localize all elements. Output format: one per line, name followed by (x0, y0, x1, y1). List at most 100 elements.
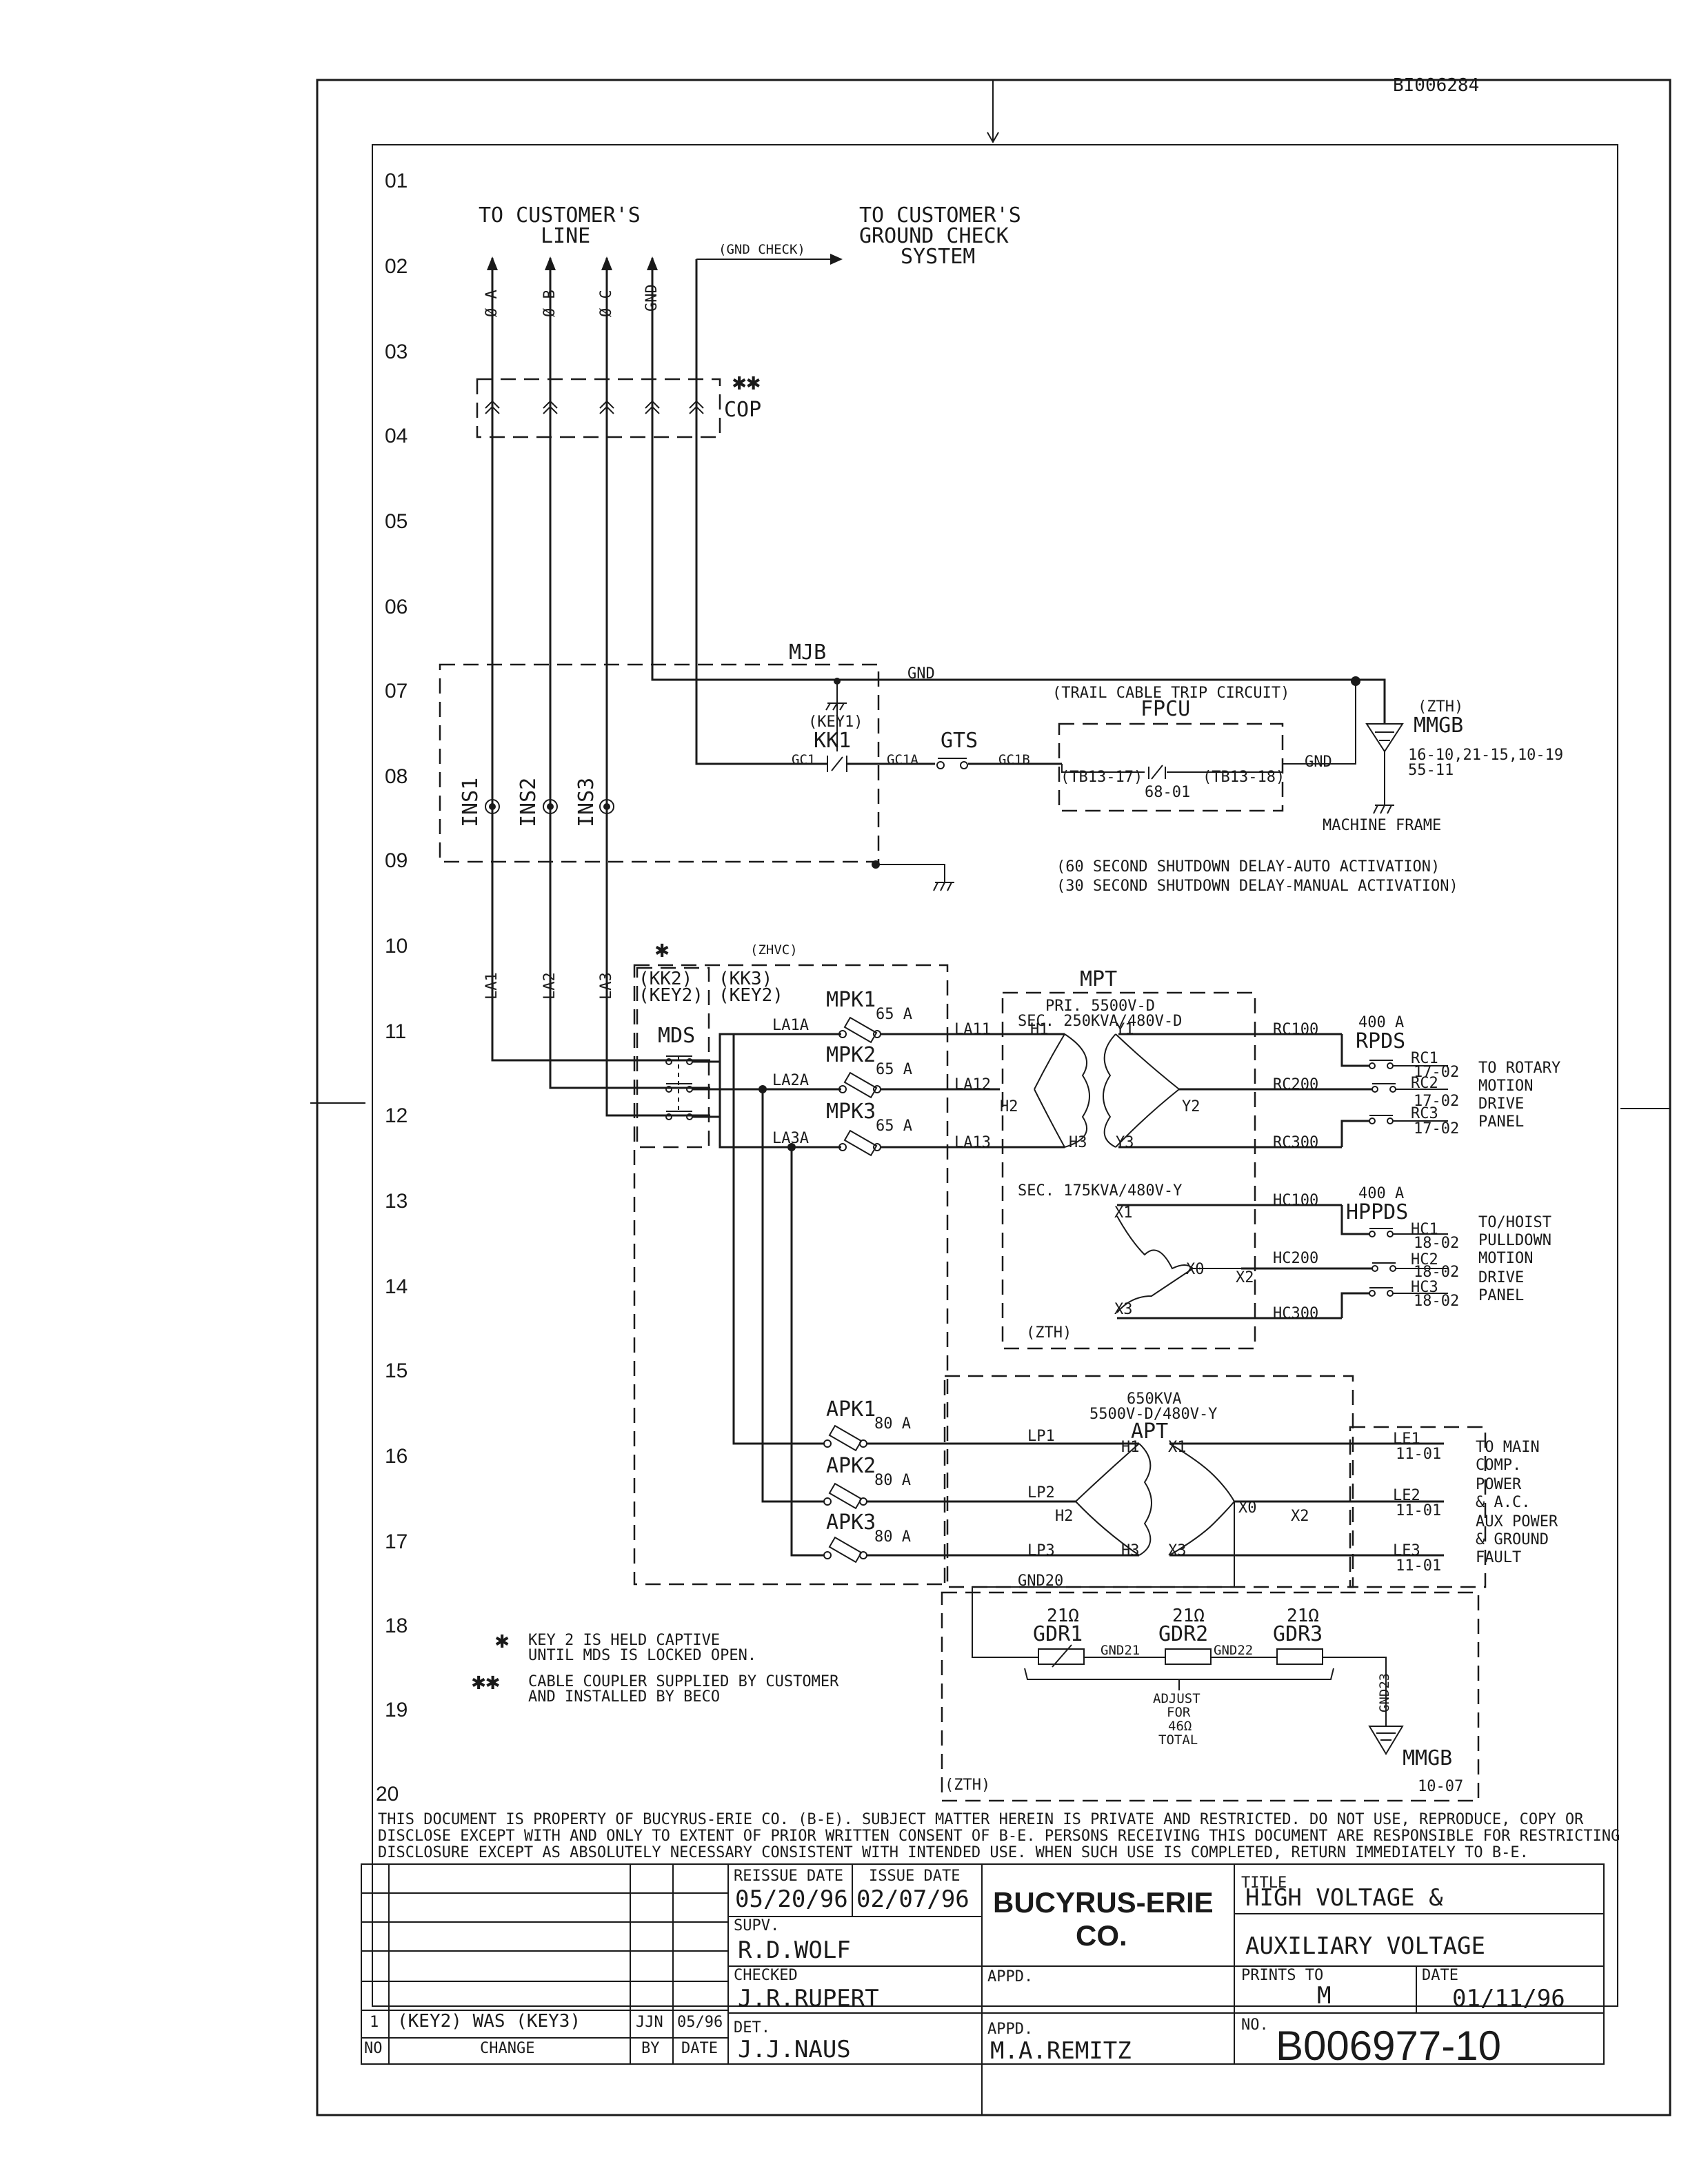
issue-date-label: ISSUE DATE (869, 1868, 960, 1885)
rpds-label: RPDS (1356, 1029, 1405, 1053)
rc200-label: RC200 (1273, 1076, 1318, 1093)
note2-mark: ✱✱ (472, 1668, 500, 1695)
disclaimer-line-3: DISCLOSURE EXCEPT AS ABSOLUTELY NECESSAR… (378, 1844, 1529, 1861)
mpt-h2: H2 (1000, 1098, 1018, 1115)
mmgb-ground-symbol (1365, 723, 1404, 753)
rc300-label: RC300 (1273, 1134, 1318, 1151)
hppds-dest-5: PANEL (1478, 1287, 1524, 1304)
disclaimer-line-2: DISCLOSE EXCEPT WITH AND ONLY TO EXTENT … (378, 1828, 1620, 1845)
mpt-y3: Y3 (1116, 1134, 1134, 1151)
adjust-line-2: FOR (1167, 1705, 1191, 1720)
revision-date: 05/96 (677, 2014, 723, 2031)
machine-frame-label: MACHINE FRAME (1323, 817, 1441, 834)
rc2-label: RC2 (1411, 1075, 1438, 1092)
apt-delta-primary (1075, 1443, 1152, 1556)
ins1-insulator (485, 799, 500, 814)
apk2-fuse (823, 1482, 867, 1510)
zhvc-label: (ZHVC) (750, 942, 798, 958)
mpt-x2: X2 (1236, 1269, 1254, 1286)
revision-by: JJN (636, 2014, 663, 2031)
row-17: 17 (385, 1530, 408, 1553)
company-suffix: CO. (1076, 1919, 1127, 1952)
appd2-label: APPD. (987, 2021, 1033, 2038)
mpt-x0: X0 (1186, 1261, 1205, 1278)
zhvc-enclosure (633, 964, 949, 1586)
ins1-label: INS1 (459, 778, 483, 827)
rc2-ref: 17-02 (1414, 1093, 1459, 1110)
apt-output-box (1349, 1426, 1487, 1588)
ground-check-subtitle: GROUND CHECK (859, 224, 1009, 248)
mmgb-refs-2: 55-11 (1408, 762, 1454, 779)
note1-line-1: KEY 2 IS HELD CAPTIVE (528, 1632, 720, 1649)
mjb-gnd-label: GND (907, 665, 935, 682)
det-label: DET. (734, 2019, 770, 2036)
mmgb-refs-1: 16-10,21-15,10-19 (1408, 747, 1563, 764)
hc2-label: HC2 (1411, 1251, 1438, 1268)
rc100-label: RC100 (1273, 1021, 1318, 1038)
mds-box (636, 967, 710, 1149)
row-18: 18 (385, 1615, 408, 1637)
mpt-x1: X1 (1114, 1204, 1133, 1222)
apk3-fuse (823, 1536, 867, 1564)
hc1-ref: 18-02 (1414, 1235, 1459, 1252)
rpds-switch-contacts (1369, 1060, 1448, 1124)
apt-x2: X2 (1291, 1508, 1309, 1525)
hc1-label: HC1 (1411, 1221, 1438, 1238)
apt-dest-5: AUX POWER (1476, 1513, 1558, 1530)
apt-h1: H1 (1121, 1439, 1140, 1456)
trail-cable-title: (TRAIL CABLE TRIP CIRCUIT) (1052, 685, 1289, 702)
ins2-label: INS2 (516, 778, 541, 827)
kk3-key-label: (KEY2) (719, 985, 783, 1006)
le2-label: LE2 (1393, 1487, 1420, 1504)
row-14: 14 (385, 1275, 408, 1298)
title-label: TITLE (1241, 1874, 1287, 1892)
kk1-contact (827, 756, 847, 772)
mpt-h3: H3 (1069, 1134, 1087, 1151)
mpt-label: MPT (1080, 967, 1117, 991)
apt-h3: H3 (1121, 1542, 1140, 1559)
gdr3-label: GDR3 (1273, 1622, 1323, 1646)
mpk1-label: MPK1 (826, 988, 876, 1012)
hppds-switch-contacts (1369, 1228, 1448, 1297)
mpt-secondary-1: SEC. 250KVA/480V-D (1018, 1013, 1182, 1030)
mpt-x3: X3 (1114, 1301, 1133, 1318)
row-06: 06 (385, 596, 408, 618)
hppds-dest-2: PULLDOWN (1478, 1232, 1551, 1249)
rpds-dest-4: PANEL (1478, 1113, 1524, 1131)
mpk2-fuse (838, 1071, 881, 1099)
mmgb-label: MMGB (1414, 714, 1463, 738)
gc1a-label: GC1A (887, 752, 918, 767)
row-05: 05 (385, 510, 408, 533)
rev-header-by: BY (641, 2040, 660, 2057)
cop-coupler-box (476, 378, 721, 438)
gts-contact-b (960, 761, 968, 769)
cop-coupler-symbols (485, 400, 704, 414)
revision-number: 1 (370, 2014, 379, 2031)
supv-label: SUPV. (734, 1917, 779, 1934)
mpt-delta-secondary (1103, 1033, 1180, 1148)
mpk2-label: MPK2 (826, 1043, 876, 1067)
la2a-label: LA2A (772, 1072, 809, 1089)
document-number: B006977-10 (1276, 2023, 1501, 2069)
gdr3-resistor (1276, 1648, 1323, 1665)
apt-x3: X3 (1168, 1542, 1187, 1559)
hc200-label: HC200 (1273, 1250, 1318, 1267)
la11-label: LA11 (954, 1021, 991, 1038)
hc2-ref: 18-02 (1414, 1264, 1459, 1281)
mpk1-fuse (838, 1016, 881, 1044)
tb13-17-label: (TB13-17) (1061, 769, 1143, 786)
mds-label: MDS (658, 1024, 695, 1048)
mpt-enclosure (1001, 991, 1256, 1350)
mpk3-fuse (838, 1129, 881, 1157)
top-ref-number: BI006284 (1393, 75, 1479, 96)
apt-kva: 650KVA (1127, 1391, 1181, 1408)
ground-label: GND (643, 284, 661, 312)
cop-note-mark: ✱✱ (732, 368, 761, 396)
date-label: DATE (1422, 1967, 1458, 1984)
rc1-label: RC1 (1411, 1050, 1438, 1067)
hppds-amps: 400 A (1358, 1185, 1404, 1202)
gnd23-label: GND23 (1377, 1673, 1392, 1712)
delay-manual-note: (30 SECOND SHUTDOWN DELAY-MANUAL ACTIVAT… (1056, 878, 1458, 895)
apk3-label: APK3 (826, 1510, 876, 1535)
gdr1-label: GDR1 (1033, 1622, 1083, 1646)
